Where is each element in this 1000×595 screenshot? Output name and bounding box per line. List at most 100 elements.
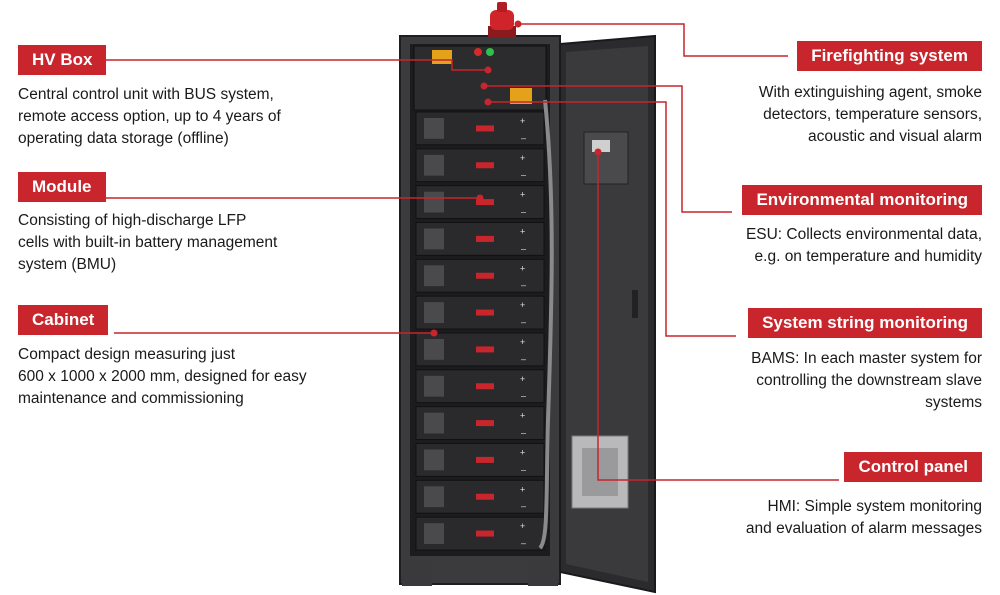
control-panel-title: Control panel xyxy=(844,452,982,482)
module-terminal-minus-icon: – xyxy=(521,280,526,290)
module-logo-icon xyxy=(476,420,494,427)
cabinet-desc-line: 600 x 1000 x 2000 mm, designed for easy xyxy=(18,368,307,385)
module-terminal-minus-icon: – xyxy=(521,354,526,364)
connector-environmental xyxy=(484,85,732,213)
environmental-title: Environmental monitoring xyxy=(742,185,982,215)
module-fan-icon xyxy=(424,375,444,397)
module-terminal-plus-icon: + xyxy=(520,153,525,163)
door-handle xyxy=(632,290,638,318)
string-monitoring-description: BAMS: In each master system for controll… xyxy=(751,348,982,414)
module-fan-icon xyxy=(424,228,444,250)
control-panel-inner xyxy=(582,448,618,496)
string-monitoring-desc-line: systems xyxy=(925,394,982,411)
module-terminal-minus-icon: – xyxy=(521,317,526,327)
module-fan-icon xyxy=(424,191,444,213)
hv-indicator-red xyxy=(474,48,482,56)
module-desc-line: cells with built-in battery management xyxy=(18,234,278,251)
cabinet-desc-line: maintenance and commissioning xyxy=(18,390,244,407)
cable xyxy=(538,99,554,550)
module-terminal-plus-icon: + xyxy=(520,484,525,494)
module-terminal-minus-icon: – xyxy=(521,501,526,511)
module-terminal-minus-icon: – xyxy=(521,391,526,401)
module-fan-icon xyxy=(424,154,444,176)
module-fan-icon xyxy=(424,412,444,434)
string-monitoring-desc-line: BAMS: In each master system for xyxy=(751,350,982,367)
module-fan-icon xyxy=(424,302,444,323)
environmental-desc-line: e.g. on temperature and humidity xyxy=(754,248,982,265)
connector-control xyxy=(597,152,839,481)
module-description: Consisting of high-discharge LFP cells w… xyxy=(18,210,277,276)
hv-box-desc-line: operating data storage (offline) xyxy=(18,130,229,147)
module-fan-icon xyxy=(424,339,444,360)
hv-switch-2 xyxy=(510,88,532,104)
module-terminal-minus-icon: – xyxy=(521,243,526,253)
hv-indicator-green xyxy=(486,48,494,56)
module-logo-icon xyxy=(476,235,494,242)
module-desc-line: Consisting of high-discharge LFP xyxy=(18,212,247,229)
firefighting-description: With extinguishing agent, smoke detector… xyxy=(759,82,982,148)
module-logo-icon xyxy=(476,346,494,353)
module-terminal-plus-icon: + xyxy=(520,448,525,458)
hv-switch-1 xyxy=(432,50,452,64)
hv-box-description: Central control unit with BUS system, re… xyxy=(18,84,281,150)
module-title: Module xyxy=(18,172,106,202)
module-terminal-plus-icon: + xyxy=(520,374,525,384)
module-terminal-plus-icon: + xyxy=(520,116,525,126)
module-fan-icon xyxy=(424,523,444,544)
control-panel-description: HMI: Simple system monitoring and evalua… xyxy=(746,496,982,540)
module-fan-icon xyxy=(424,265,444,287)
firefighting-unit xyxy=(490,10,514,30)
hv-box-desc-line: remote access option, up to 4 years of xyxy=(18,108,281,125)
environmental-description: ESU: Collects environmental data, e.g. o… xyxy=(746,224,982,268)
module-logo-icon xyxy=(476,493,494,500)
connector-hv-box xyxy=(106,59,488,71)
firefighting-desc-line: With extinguishing agent, smoke xyxy=(758,84,982,101)
cabinet-description: Compact design measuring just 600 x 1000… xyxy=(18,344,307,410)
module-terminal-minus-icon: – xyxy=(521,428,526,438)
hv-box-desc-line: Central control unit with BUS system, xyxy=(18,86,274,103)
module-terminal-plus-icon: + xyxy=(520,190,525,200)
module-terminal-plus-icon: + xyxy=(520,263,525,273)
module-logo-icon xyxy=(476,199,494,206)
module-logo-icon xyxy=(476,383,494,390)
cabinet-foot-right xyxy=(528,560,558,586)
cabinet-desc-line: Compact design measuring just xyxy=(18,346,236,363)
control-panel-desc-line: and evaluation of alarm messages xyxy=(745,520,982,537)
marker-string xyxy=(484,98,492,106)
cabinet-title: Cabinet xyxy=(18,305,109,335)
string-monitoring-title: System string monitoring xyxy=(748,308,982,338)
marker-cabinet xyxy=(430,329,438,337)
firefighting-desc-line: acoustic and visual alarm xyxy=(807,128,982,145)
module-terminal-plus-icon: + xyxy=(520,411,525,421)
module-terminal-minus-icon: – xyxy=(521,464,526,474)
module-logo-icon xyxy=(476,272,494,279)
control-panel-desc-line: HMI: Simple system monitoring xyxy=(767,498,982,515)
cabinet-foot-left xyxy=(402,560,432,586)
module-stack: +–+–+–+–+–+–+–+–+–+–+–+– xyxy=(415,111,545,551)
module-logo-icon xyxy=(476,456,494,463)
marker-control xyxy=(594,148,602,156)
marker-firefighting xyxy=(514,20,522,28)
marker-environmental xyxy=(480,82,488,90)
module-fan-icon xyxy=(424,449,444,471)
string-monitoring-desc-line: controlling the downstream slave xyxy=(756,372,982,389)
esu-box xyxy=(583,131,629,185)
module-logo-icon xyxy=(476,125,494,132)
module-fan-icon xyxy=(424,486,444,508)
module-terminal-minus-icon: – xyxy=(521,207,526,217)
module-terminal-minus-icon: – xyxy=(521,170,526,180)
environmental-desc-line: ESU: Collects environmental data, xyxy=(745,226,982,243)
module-terminal-plus-icon: + xyxy=(520,337,525,347)
module-terminal-minus-icon: – xyxy=(521,133,526,143)
module-terminal-minus-icon: – xyxy=(521,538,526,548)
firefighting-unit-cap xyxy=(497,2,507,12)
module-logo-icon xyxy=(476,162,494,169)
module-logo-icon xyxy=(476,530,494,537)
module-terminal-plus-icon: + xyxy=(520,227,525,237)
hv-box-title: HV Box xyxy=(18,45,107,75)
module-terminal-plus-icon: + xyxy=(520,521,525,531)
module-desc-line: system (BMU) xyxy=(18,256,117,273)
module-fan-icon xyxy=(424,118,444,139)
firefighting-title: Firefighting system xyxy=(797,41,982,71)
